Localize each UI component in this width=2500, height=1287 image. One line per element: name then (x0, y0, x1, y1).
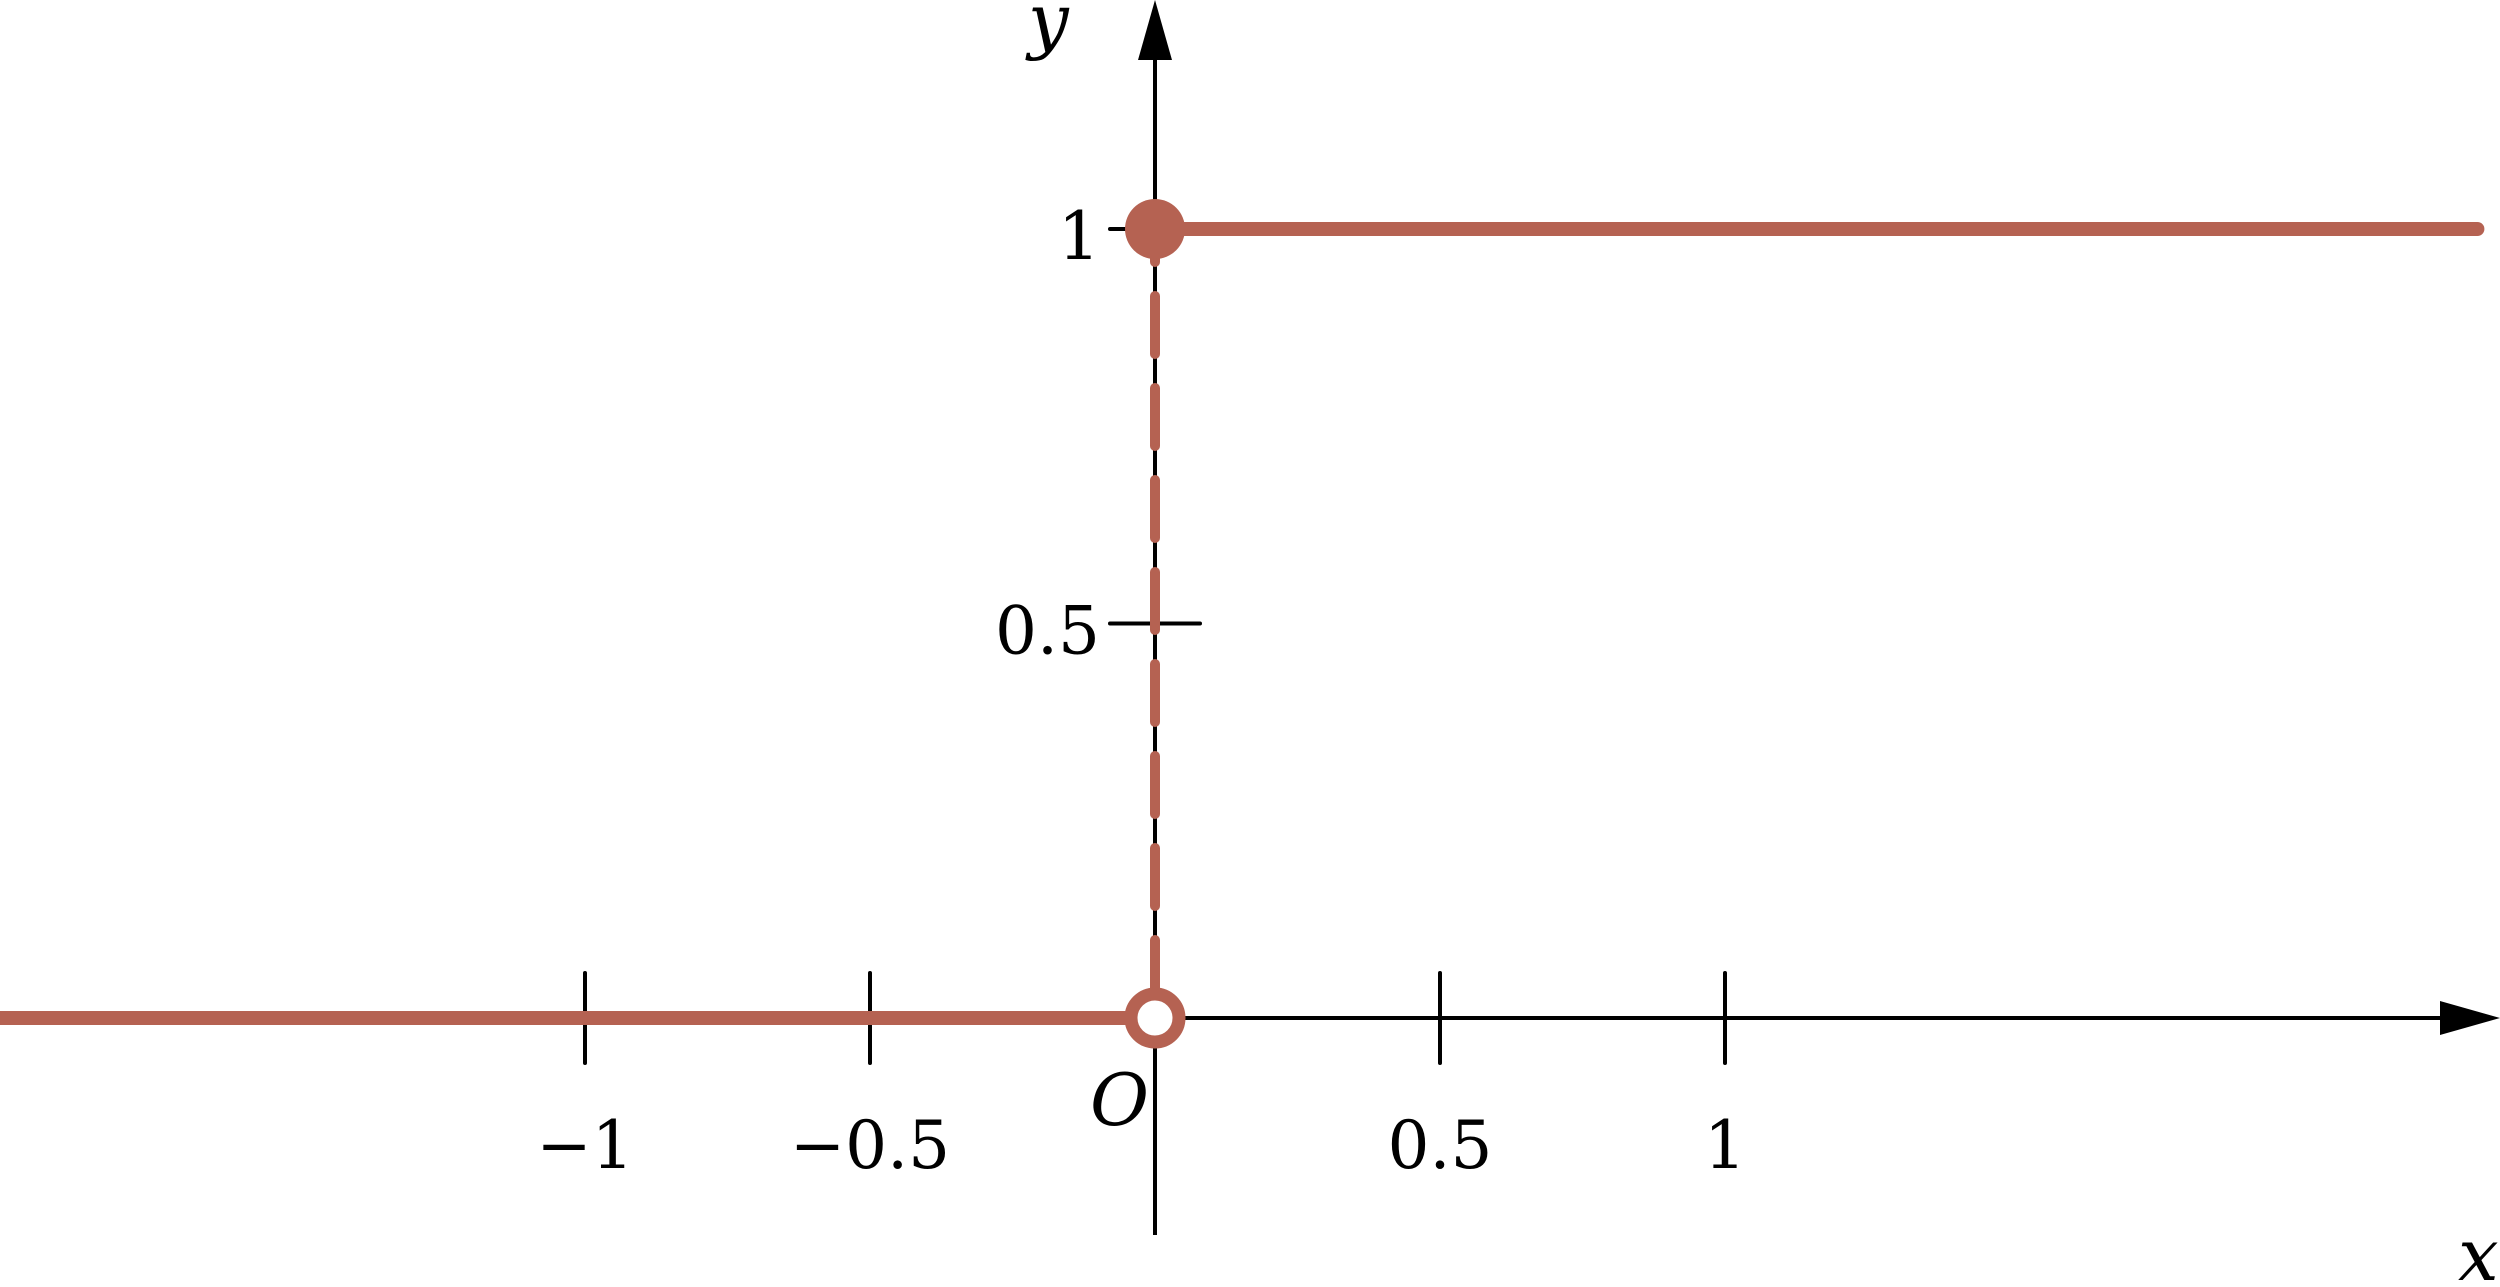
y-tick-label: 1 (1058, 198, 1100, 275)
y-axis-arrow-icon (1138, 0, 1172, 60)
open-point (1124, 987, 1186, 1049)
x-tick-label: 1 (1704, 1107, 1746, 1184)
y-tick-label: 0.5 (995, 593, 1100, 670)
origin-label: O (1090, 1058, 1149, 1142)
x-axis-arrow-icon (2440, 1001, 2500, 1035)
x-tick-label: −0.5 (790, 1107, 950, 1184)
x-axis-label: x (2458, 1213, 2499, 1287)
x-tick-label: −1 (536, 1107, 633, 1184)
series (0, 199, 2485, 1049)
y-axis-label: y (1025, 0, 1070, 62)
filled-point (1125, 199, 1185, 259)
axes (0, 0, 2500, 1235)
x-tick-label: 0.5 (1388, 1107, 1493, 1184)
